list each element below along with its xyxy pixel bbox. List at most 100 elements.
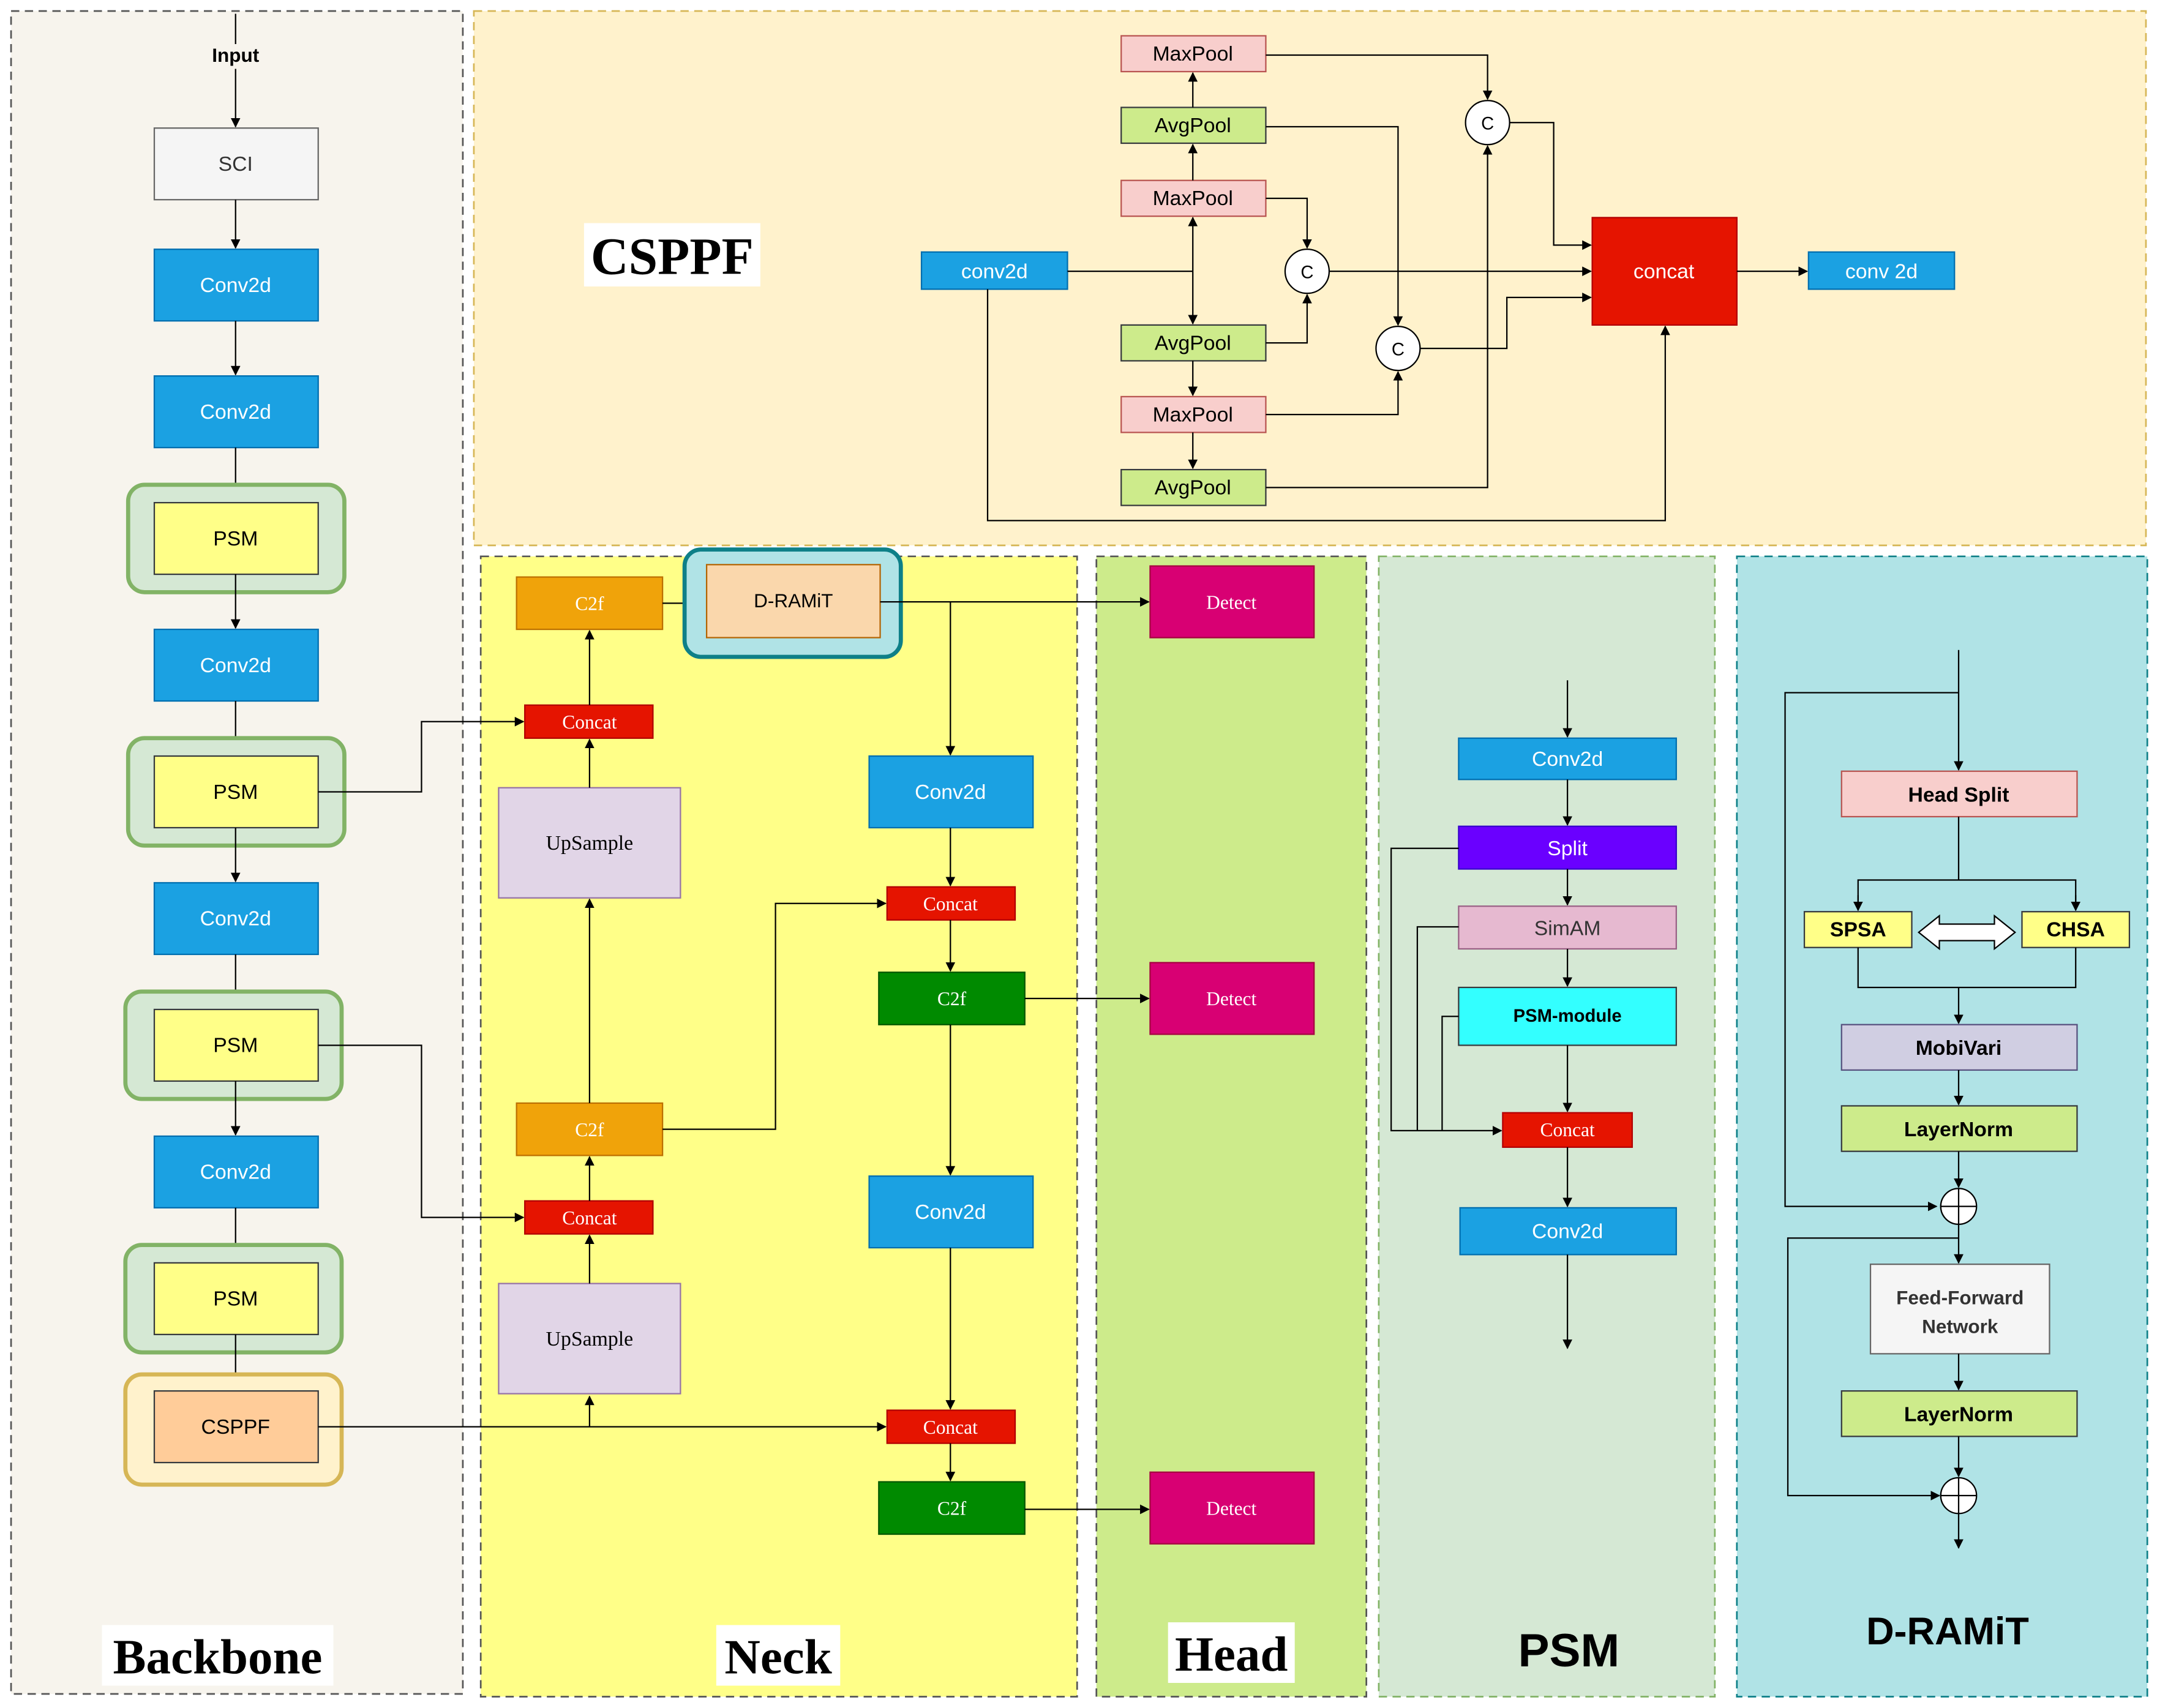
- neck-c2f-top-label: C2f: [575, 593, 604, 615]
- neck-upsample-low: [498, 1283, 681, 1395]
- input-label: Input: [212, 44, 259, 66]
- csppf-avgpool-3-label: AvgPool: [1155, 476, 1231, 500]
- psm-split-label: Split: [1547, 837, 1588, 860]
- neck-concat-top-label: Concat: [562, 711, 617, 733]
- detect-block-1: [1149, 565, 1315, 639]
- dramit-title: D-RAMiT: [1866, 1610, 2029, 1653]
- neck-dramit-label: D-RAMiT: [754, 590, 833, 612]
- dramit-layernorm-2: [1840, 1390, 2078, 1437]
- psm-block-1: [153, 501, 319, 575]
- sci-label: SCI: [219, 152, 253, 176]
- csppf-concat-block: [1591, 217, 1738, 326]
- neck-dramit-block: [705, 564, 881, 639]
- csppf-maxpool-2: [1120, 179, 1267, 217]
- neck-concat-left-low-label: Concat: [562, 1207, 617, 1229]
- csppf-maxpool-1: [1120, 35, 1267, 73]
- psm-title: PSM: [1518, 1625, 1619, 1677]
- psm-module: [1458, 986, 1677, 1046]
- psm-concat-label: Concat: [1540, 1119, 1595, 1141]
- csppf-avgpool-1-label: AvgPool: [1155, 114, 1231, 137]
- neck-concat-left-low: [524, 1200, 654, 1235]
- neck-conv2d-right-low: [868, 1175, 1034, 1249]
- neck-upsample-top-label: UpSample: [546, 832, 633, 855]
- neck-concat-right-low: [886, 1409, 1016, 1444]
- double-arrow-icon: [1917, 914, 2017, 951]
- csppf-avgpool-2-label: AvgPool: [1155, 331, 1231, 354]
- connector-psm2-concat: [318, 716, 525, 793]
- conv2d-block-4: [153, 882, 319, 956]
- connector-psm3-concat: [318, 1044, 525, 1223]
- sci-block: [153, 127, 319, 201]
- psm-simam-label: SimAM: [1534, 916, 1601, 940]
- conv2d-label-3: Conv2d: [200, 654, 271, 677]
- csppf-concat-circle-1-label: C: [1481, 114, 1494, 133]
- csppf-avgpool-2: [1120, 324, 1267, 362]
- neck-c2f-left-mid-label: C2f: [575, 1119, 604, 1141]
- neck-upsample-top: [498, 787, 681, 899]
- dramit-layernorm-2-label: LayerNorm: [1904, 1403, 2013, 1426]
- connector-c2f-left-concat: [662, 898, 887, 1130]
- head-title: Head: [1175, 1627, 1288, 1682]
- neck-upsample-low-label: UpSample: [546, 1328, 633, 1350]
- dramit-spsa: [1803, 911, 1913, 948]
- neck-c2f-right-mid-label: C2f: [937, 988, 967, 1009]
- neck-conv2d-right-low-label: Conv2d: [915, 1200, 986, 1224]
- psm-label-4: PSM: [213, 1287, 258, 1311]
- psm-block-4: [153, 1262, 319, 1335]
- csppf-conv-out: [1807, 251, 1956, 290]
- psm-label-2: PSM: [213, 781, 258, 804]
- psm-module-label: PSM-module: [1514, 1006, 1622, 1026]
- csppf-concat-circle-2-label: C: [1300, 263, 1313, 282]
- psm-block-3: [153, 1008, 319, 1082]
- neck-c2f-right-low: [878, 1481, 1026, 1535]
- detect-block-2: [1149, 962, 1315, 1035]
- csppf-maxpool-2-label: MaxPool: [1153, 187, 1233, 210]
- dramit-chsa-label: CHSA: [2046, 918, 2105, 942]
- neck-concat-right-low-label: Concat: [923, 1417, 978, 1438]
- psm-label-1: PSM: [213, 527, 258, 550]
- dramit-ffn: [1869, 1264, 2050, 1355]
- backbone-title: Backbone: [113, 1629, 323, 1684]
- dramit-head-split: [1840, 770, 2078, 818]
- neck-concat-right-mid-label: Concat: [923, 893, 978, 915]
- detect-block-3: [1149, 1471, 1315, 1545]
- neck-c2f-right-mid: [878, 972, 1026, 1025]
- dramit-layernorm-1: [1840, 1105, 2078, 1152]
- neck-title: Neck: [724, 1629, 831, 1684]
- dramit-ffn-label-1: Feed-Forward: [1896, 1286, 2024, 1308]
- conv2d-block-5: [153, 1135, 319, 1209]
- csppf-concat-circle-3-label: C: [1392, 340, 1405, 359]
- dramit-head-split-label: Head Split: [1908, 783, 2009, 806]
- dramit-layernorm-1-label: LayerNorm: [1904, 1118, 2013, 1141]
- csppf-conv-in: [920, 251, 1068, 290]
- detect-label-3: Detect: [1206, 1498, 1256, 1519]
- csppf-conv-in-label: conv2d: [961, 260, 1028, 283]
- neck-c2f-right-low-label: C2f: [937, 1498, 967, 1519]
- neck-concat-top: [524, 704, 654, 739]
- add-icon-1: [1940, 1188, 1978, 1226]
- conv2d-label-2: Conv2d: [200, 400, 271, 424]
- csppf-maxpool-1-label: MaxPool: [1153, 42, 1233, 66]
- conv2d-label-1: Conv2d: [200, 274, 271, 297]
- detect-label-1: Detect: [1206, 591, 1256, 613]
- conv2d-label-5: Conv2d: [200, 1161, 271, 1184]
- csppf-avgpool-3: [1120, 468, 1267, 506]
- psm-conv-out-label: Conv2d: [1532, 1219, 1603, 1243]
- psm-label-3: PSM: [213, 1034, 258, 1057]
- neck-c2f-top: [516, 576, 664, 631]
- neck-conv2d-right-top: [868, 755, 1034, 829]
- psm-conv-in-label: Conv2d: [1532, 747, 1603, 771]
- neck-conv2d-right-top-label: Conv2d: [915, 781, 986, 804]
- csppf-block: [153, 1390, 319, 1464]
- add-icon-2: [1940, 1477, 1978, 1515]
- psm-conv-in: [1458, 737, 1677, 781]
- csppf-label: CSPPF: [201, 1415, 270, 1439]
- csppf-title: CSPPF: [591, 228, 754, 286]
- conv2d-block-1: [153, 249, 319, 322]
- csppf-concat-label: concat: [1634, 260, 1695, 283]
- dramit-spsa-label: SPSA: [1830, 918, 1886, 942]
- csppf-maxpool-3-label: MaxPool: [1153, 403, 1233, 426]
- dramit-mobivari-label: MobiVari: [1916, 1036, 2002, 1060]
